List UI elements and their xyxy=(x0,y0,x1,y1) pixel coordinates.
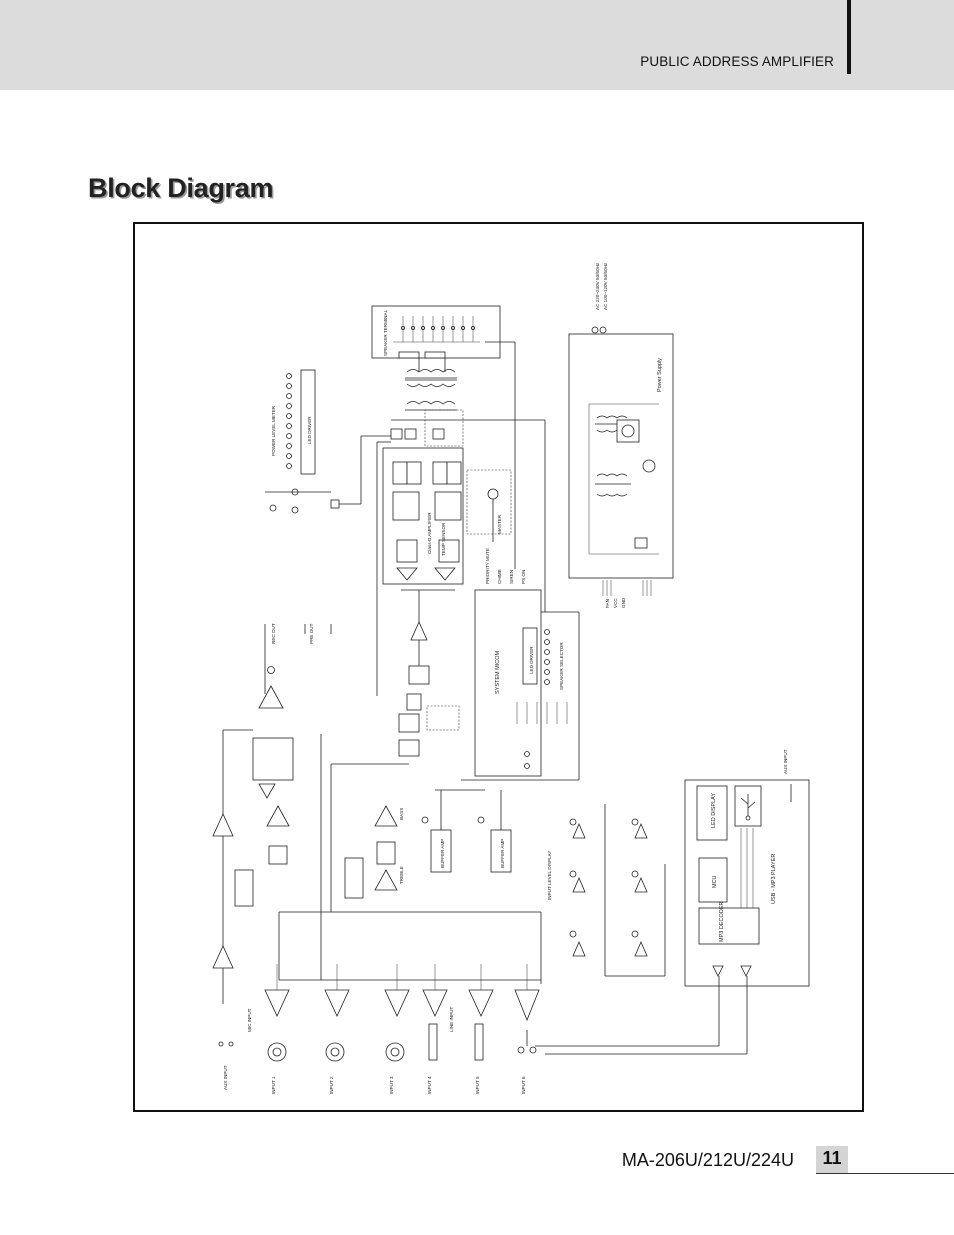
block-diagram: SPEAKER TERMINAL Class-D AMPLIFIER xyxy=(133,222,864,1112)
page-number-box: 11 xyxy=(816,1146,848,1173)
treble-label: TREBLE xyxy=(399,866,404,884)
rec-out-label: REC OUT xyxy=(271,623,276,644)
vcc-label: VCC xyxy=(613,598,618,608)
buffer-amp-1-label: BUFFER AMP xyxy=(440,839,445,868)
temp-sensor-label: TEMP SENSOR xyxy=(441,522,446,556)
speaker-terminal-label: SPEAKER TERMINAL xyxy=(383,309,388,356)
mcu-label: MCU xyxy=(712,875,718,888)
class-d-amplifier-label: Class-D AMPLIFIER xyxy=(427,512,432,554)
page-number: 11 xyxy=(822,1148,842,1168)
mic-input-label: MIC INPUT xyxy=(247,1008,252,1032)
input-3-label: INPUT 3 xyxy=(389,1076,394,1094)
output-transformer xyxy=(405,358,457,411)
siren-label: SIREN xyxy=(509,570,514,584)
footer-model-number: MA-206U/212U/224U xyxy=(621,1150,794,1170)
block-diagram-schematic: SPEAKER TERMINAL Class-D AMPLIFIER xyxy=(212,262,810,1094)
ac-line-2-label: AC 100~120V 50/60Hz xyxy=(603,262,608,310)
speaker-selector-label: SPEAKER SELECTOR xyxy=(559,642,564,690)
power-supply-block: Power Supply xyxy=(568,333,674,579)
chime-label: CHIME xyxy=(497,569,502,584)
ac-line-1-label: AC 220~240V 50/60Hz xyxy=(595,262,600,310)
bass-label: BASS xyxy=(399,808,404,820)
led-display-label: LED DISPLAY xyxy=(711,793,717,828)
input-level-display-block: INPUT LEVEL DISPLAY xyxy=(547,804,666,977)
buffer-amp-1-block: BUFFER AMP xyxy=(430,829,452,873)
gnd-label: GND xyxy=(621,597,626,608)
buffer-amp-2-block: BUFFER AMP xyxy=(490,829,512,873)
line-input-label: LINE INPUT xyxy=(449,1007,454,1032)
master-label: MASTER xyxy=(497,514,502,534)
led-driver-right-label: LED DRIVER xyxy=(529,646,534,674)
power-level-meter-label: POWER LEVEL METER xyxy=(271,405,276,456)
header-divider-bar xyxy=(847,0,851,74)
header-label: PUBLIC ADDRESS AMPLIFIER xyxy=(640,54,834,69)
input-preamps xyxy=(264,989,540,1022)
ac-inlet: AC 220~240V 50/60Hz AC 100~120V 50/60Hz xyxy=(591,262,608,334)
ps-on-label: PS ON xyxy=(521,570,526,584)
header-band xyxy=(0,0,954,90)
usb-mp3-player-label: USB - MP3 PLAYER xyxy=(771,854,777,904)
class-d-amplifier-block: Class-D AMPLIFIER xyxy=(382,447,464,585)
input-6-label: INPUT 6 xyxy=(521,1076,526,1094)
usb-port-label: AUX INPUT xyxy=(783,749,788,774)
usb-mp3-player-block: LED DISPLAY MCU MP3 DECODER USB - MP3 PL… xyxy=(684,779,810,987)
priority-mute-label: PRIORITY MUTE xyxy=(485,548,490,584)
input-1-label: INPUT 1 xyxy=(271,1076,276,1094)
speaker-selector-block: LED DRIVER SPEAKER SELECTOR xyxy=(522,627,564,690)
footer-rule xyxy=(816,1173,954,1174)
input-connectors xyxy=(267,1023,537,1062)
system-micom-label: SYSTEM MICOM xyxy=(495,650,501,694)
usb-icon xyxy=(740,794,756,821)
fan-label: FAN xyxy=(605,599,610,608)
led-driver-left-label: LED DRIVER xyxy=(307,416,312,444)
power-supply-label: Power Supply xyxy=(657,358,663,392)
input-4-label: INPUT 4 xyxy=(427,1076,432,1094)
mp3-decoder-label: MP3 DECODER xyxy=(719,902,725,942)
input-5-label: INPUT 5 xyxy=(475,1076,480,1094)
input-2-label: INPUT 2 xyxy=(329,1076,334,1094)
speaker-terminal-block: SPEAKER TERMINAL xyxy=(371,305,501,359)
buffer-amp-2-label: BUFFER AMP xyxy=(500,839,505,868)
page-title: Block Diagram xyxy=(88,173,274,203)
input-level-display-label: INPUT LEVEL DISPLAY xyxy=(547,851,552,900)
aux-input-label: AUX INPUT xyxy=(223,1065,228,1090)
power-level-meter-block: LED DRIVER POWER LEVEL METER xyxy=(271,369,316,475)
pre-out-label: PRE OUT xyxy=(309,623,314,644)
